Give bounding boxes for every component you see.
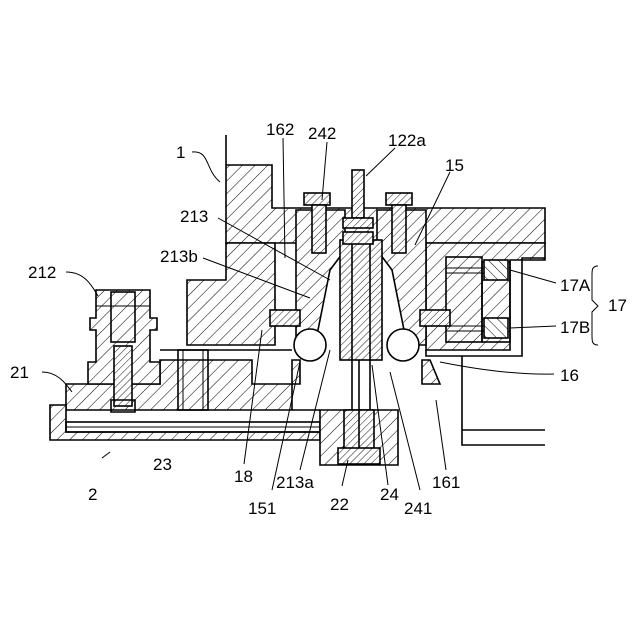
label-2: 2 [88,485,97,504]
label-162: 162 [266,120,294,139]
label-212: 212 [28,263,56,282]
label-213a: 213a [276,473,314,492]
label-1: 1 [176,143,185,162]
label-24: 24 [380,485,399,504]
label-21: 21 [10,363,29,382]
label-241: 241 [404,499,432,518]
label-15: 15 [445,156,464,175]
label-242: 242 [308,124,336,143]
left-block [187,243,275,345]
label-23: 23 [153,455,172,474]
label-151: 151 [248,499,276,518]
label-161: 161 [432,473,460,492]
label-213: 213 [180,207,208,226]
label-213b: 213b [160,247,198,266]
label-18: 18 [234,467,253,486]
central-spindle [296,170,426,464]
label-122a: 122a [388,131,426,150]
label-16: 16 [560,366,579,385]
label-17b: 17B [560,318,590,337]
label-17: 17 [608,296,627,315]
label-22: 22 [330,495,349,514]
label-17a: 17A [560,276,591,295]
